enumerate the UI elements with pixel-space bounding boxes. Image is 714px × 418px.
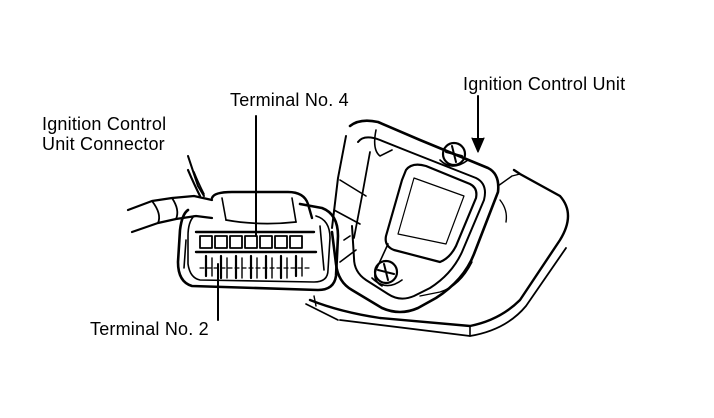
leader-line-connector [187,155,205,197]
connector-label-line2: Unit Connector [42,134,165,154]
ignition-control-unit-label: Ignition Control Unit [463,74,626,94]
terminal-no-2-label: Terminal No. 2 [90,319,209,339]
connector-body [176,190,340,292]
leader-lines [187,95,485,321]
shading [313,173,521,307]
wire-harness [126,168,214,234]
connector-label-line1: Ignition Control [42,114,167,134]
mounting-screws [371,141,469,287]
arrowhead-control-unit [471,137,485,153]
control-unit [305,119,570,337]
terminal-no-4-label: Terminal No. 4 [230,90,349,110]
